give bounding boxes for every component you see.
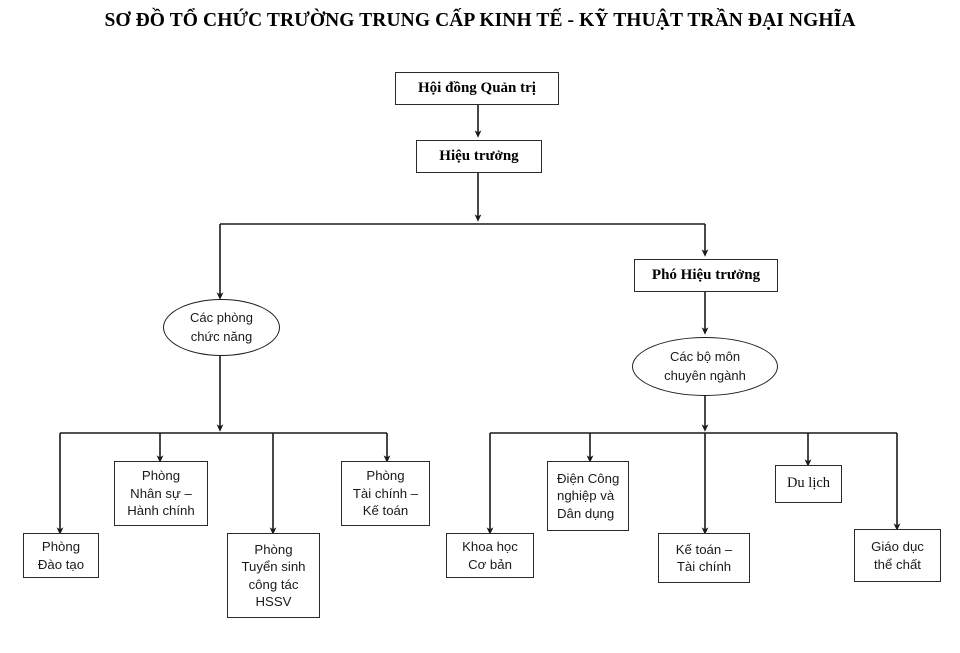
- node-physical-education[interactable]: Giáo dục thể chất: [854, 529, 941, 582]
- node-finance-accounting-office[interactable]: Phòng Tài chính – Kế toán: [341, 461, 430, 526]
- node-principal[interactable]: Hiệu trưởng: [416, 140, 542, 173]
- node-training-office[interactable]: Phòng Đào tạo: [23, 533, 99, 578]
- node-label-line2: nghiệp và: [557, 488, 615, 504]
- node-label-line3: công tác: [248, 576, 299, 592]
- node-label-line3: Hành chính: [127, 503, 195, 519]
- node-label-line1: Các phòng: [190, 309, 253, 325]
- node-tourism[interactable]: Du lịch: [775, 465, 842, 503]
- node-label-line2: thể chất: [874, 556, 921, 572]
- node-basic-sciences[interactable]: Khoa học Cơ bản: [446, 533, 534, 578]
- node-label-line2: Cơ bản: [468, 556, 512, 572]
- node-label: Hiệu trưởng: [439, 147, 519, 164]
- node-label-line2: Tuyển sinh: [241, 559, 306, 575]
- node-label-line1: Kế toán –: [675, 541, 733, 557]
- node-label-line1: Điện Công: [557, 470, 620, 486]
- node-label-line4: HSSV: [255, 593, 292, 609]
- node-label-line1: Phòng: [366, 468, 405, 484]
- node-specialized-departments-group[interactable]: Các bộ môn chuyên ngành: [632, 337, 778, 396]
- node-vice-principal[interactable]: Phó Hiệu trưởng: [634, 259, 778, 292]
- node-label-line2: Đào tạo: [37, 556, 85, 572]
- node-label-line2: Nhân sự –: [130, 485, 192, 501]
- node-label: Hội đồng Quản trị: [418, 79, 536, 96]
- node-board-of-directors[interactable]: Hội đồng Quản trị: [395, 72, 559, 105]
- node-label-line1: Giáo dục: [871, 539, 924, 555]
- node-label-line1: Khoa học: [462, 539, 518, 555]
- node-label-line3: Dân dụng: [557, 505, 615, 521]
- node-label-line1: Phòng: [141, 468, 181, 484]
- node-accounting-finance[interactable]: Kế toán – Tài chính: [658, 533, 750, 583]
- node-label-line2: chức năng: [190, 328, 253, 344]
- node-label: Phó Hiệu trưởng: [651, 266, 761, 283]
- node-label-line3: Kế toán: [362, 503, 409, 519]
- node-label-line2: Tài chính: [676, 559, 732, 574]
- node-label-line1: Phòng: [254, 541, 293, 557]
- node-label-line2: chuyên ngành: [664, 367, 746, 383]
- node-label-line1: Các bộ môn: [669, 348, 741, 364]
- node-label-line1: Phòng: [41, 539, 81, 555]
- node-functional-departments-group[interactable]: Các phòng chức năng: [163, 299, 280, 356]
- node-industrial-civil-electricity[interactable]: Điện Công nghiệp và Dân dụng: [547, 461, 629, 531]
- node-admissions-student-affairs-office[interactable]: Phòng Tuyển sinh công tác HSSV: [227, 533, 320, 618]
- node-label-line1: Du lịch: [786, 475, 831, 492]
- node-hr-admin-office[interactable]: Phòng Nhân sự – Hành chính: [114, 461, 208, 526]
- node-label-line2: Tài chính –: [352, 485, 419, 501]
- page-title: SƠ ĐỒ TỔ CHỨC TRƯỜNG TRUNG CẤP KINH TẾ -…: [104, 10, 856, 31]
